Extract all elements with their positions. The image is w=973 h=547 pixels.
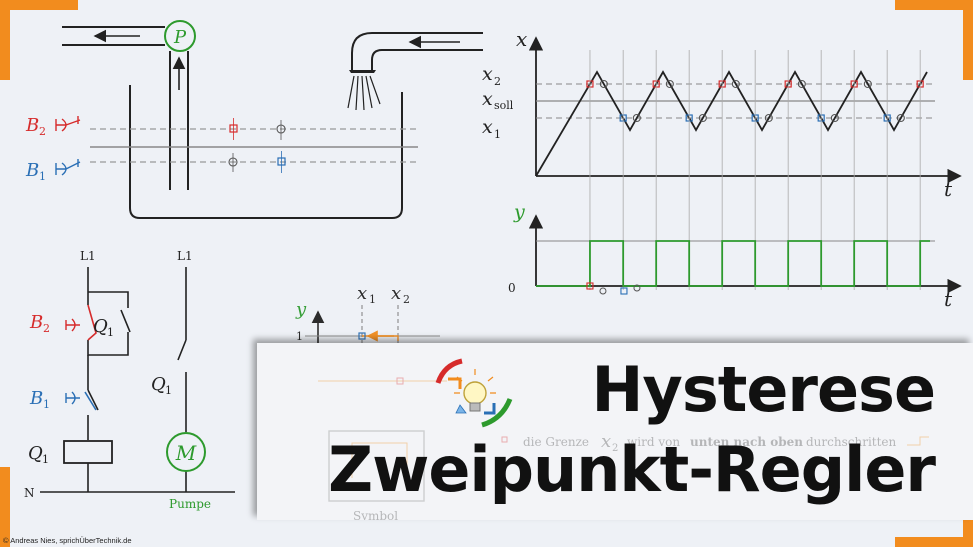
marker-x1-rising (764, 113, 773, 123)
marker-x2-falling (665, 79, 674, 89)
output-marker-off (620, 287, 628, 295)
top-chart-x-axis-label: t (944, 177, 953, 201)
pump-caption: Pumpe (169, 497, 211, 511)
label-x1: x (482, 116, 493, 138)
tank-diagram: P B 2 B (25, 20, 483, 219)
switching-output-chart: y t 0 (508, 50, 962, 311)
faint-row1-x: x (601, 431, 611, 452)
faint-row1-b: wird von (627, 435, 680, 449)
process-value-chart: x t x 2 x soll x 1 (482, 27, 962, 201)
faint-row1-subscript: 2 (612, 443, 618, 454)
process-value-trace (535, 70, 928, 177)
circuit-n-label: N (24, 486, 35, 500)
switching-output-trace (536, 240, 930, 287)
output-marker-circle (599, 287, 607, 295)
circuit-q1-switch-subscript: 1 (165, 384, 172, 397)
marker-x2-falling (797, 79, 806, 89)
title-panel: die Grenze x 2 wird von unten nach oben … (257, 343, 973, 520)
faded-background-content: die Grenze x 2 wird von unten nach oben … (318, 377, 929, 520)
lightbulb-logo-icon (435, 358, 513, 428)
circuit-q1-contact-subscript: 1 (107, 326, 114, 339)
motor-label: M (175, 441, 197, 465)
hysteresis-x2-subscript: 2 (403, 293, 410, 306)
marker-x1-rising (698, 113, 707, 123)
copyright-credit: © Andreas Nies, sprichÜberTechnik.de (3, 536, 132, 545)
marker-x2-falling (599, 79, 608, 89)
faint-row1-a: die Grenze (523, 435, 589, 449)
corner-bracket-top-left-h (0, 0, 78, 10)
faint-symbol-label: Symbol (353, 509, 398, 520)
label-x2-subscript: 2 (494, 75, 501, 88)
relay-coil-q1 (63, 440, 113, 464)
title-hysterese: Hysterese (591, 353, 936, 426)
label-xsoll: x (482, 88, 493, 110)
title-zweipunkt-regler: Zweipunkt-Regler (328, 433, 936, 506)
sensor-b1-label: B (25, 160, 39, 181)
output-marker-circle-2 (633, 284, 641, 292)
hysteresis-one: 1 (296, 330, 303, 343)
label-xsoll-subscript: soll (494, 99, 514, 112)
bottom-chart-zero: 0 (508, 281, 516, 295)
faint-row1-d: durchschritten (806, 435, 897, 449)
circuit-b2-subscript: 2 (43, 322, 50, 335)
circuit-q1-contact-label: Q (93, 316, 108, 337)
circuit-l1-left: L1 (80, 249, 96, 263)
circuit-q1-coil-subscript: 1 (42, 453, 49, 466)
top-chart-y-axis-label: x (516, 27, 527, 51)
bottom-chart-y-axis-label: y (513, 201, 525, 223)
button-b1-icon (65, 391, 80, 405)
output-marker-on (586, 282, 594, 290)
marker-x2-falling (731, 79, 740, 89)
circuit-q1-coil-label: Q (28, 443, 43, 464)
label-x1-subscript: 1 (494, 128, 501, 141)
corner-bracket-top-left (0, 0, 10, 80)
sensor-b2-label: B (25, 115, 39, 136)
marker-x1-rising (896, 113, 905, 123)
bottom-chart-x-axis-label: t (944, 287, 953, 311)
sensor-b2-subscript: 2 (39, 125, 46, 138)
sensor-b1-subscript: 1 (39, 170, 46, 183)
pump-label: P (173, 27, 187, 48)
marker-x2-falling (863, 79, 872, 89)
hysteresis-x2-label: x (391, 283, 401, 304)
hysteresis-x1-label: x (357, 283, 367, 304)
corner-bracket-top-right (963, 0, 973, 80)
hysteresis-y-label: y (295, 299, 307, 320)
circuit-l1-right: L1 (177, 249, 193, 263)
circuit-b2-label: B (29, 312, 43, 333)
corner-bracket-top-right-h (895, 0, 973, 10)
faint-row1-c: unten nach oben (690, 435, 803, 449)
pump-symbol (164, 20, 196, 52)
marker-x1-rising (632, 113, 641, 123)
corner-bracket-bottom-right-h (895, 537, 973, 547)
circuit-q1-switch-label: Q (151, 374, 166, 395)
button-b2-icon (65, 318, 80, 332)
hysteresis-x1-subscript: 1 (369, 293, 376, 306)
label-x2: x (482, 63, 493, 85)
sensor-b1-icon (55, 159, 81, 176)
circuit-b1-subscript: 1 (43, 398, 50, 411)
circuit-diagram: L1 L1 N B 2 Q 1 B 1 Q 1 Q 1 (24, 249, 235, 511)
marker-x1-rising (830, 113, 839, 123)
motor-symbol (166, 432, 206, 472)
sensor-b2-icon (55, 116, 81, 132)
circuit-b1-label: B (29, 388, 43, 409)
corner-bracket-bottom-left (0, 467, 10, 547)
